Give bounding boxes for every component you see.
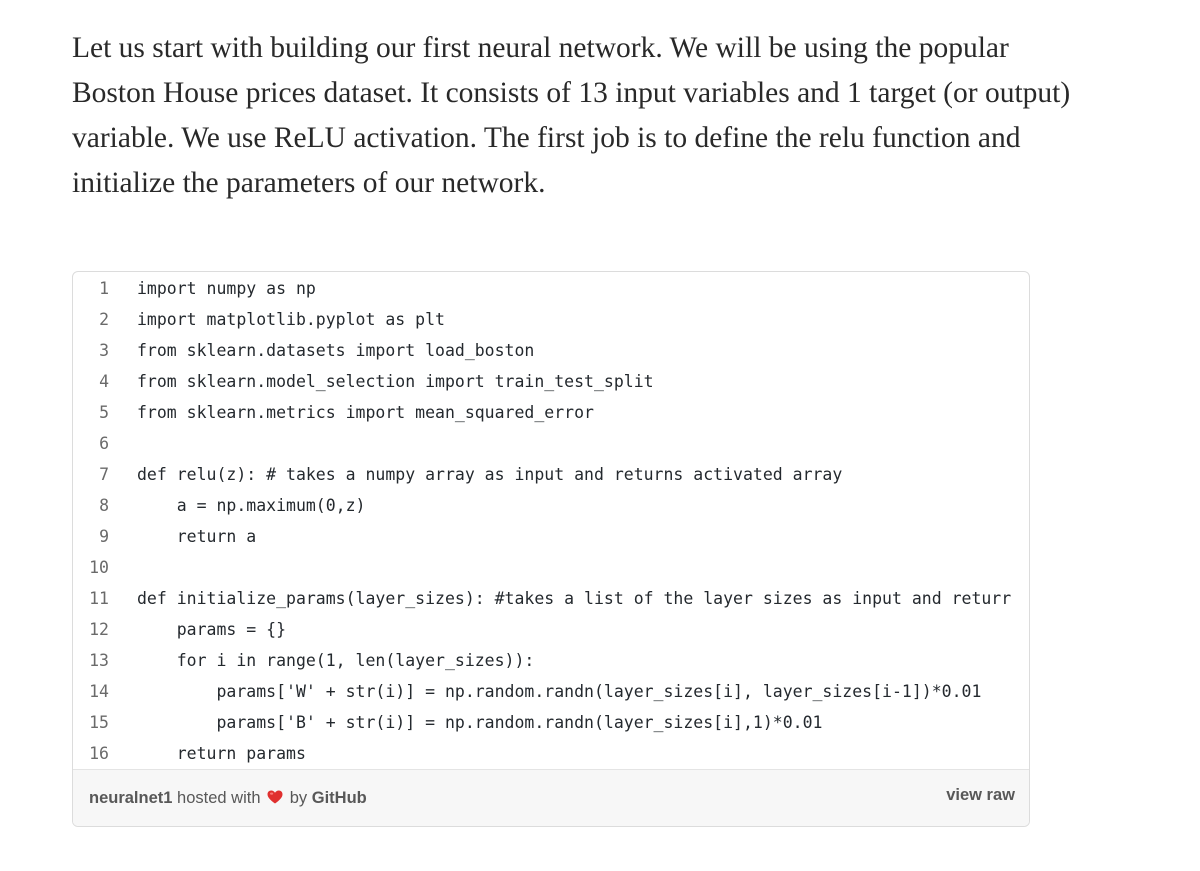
code-line: 15 params['B' + str(i)] = np.random.rand… [73, 707, 1011, 738]
line-number[interactable]: 8 [99, 496, 109, 515]
line-number[interactable]: 15 [89, 713, 109, 732]
line-number[interactable]: 16 [89, 744, 109, 763]
code-text: from sklearn.metrics import mean_squared… [137, 403, 594, 422]
code-line: 9 return a [73, 521, 1011, 552]
code-line: 8 a = np.maximum(0,z) [73, 490, 1011, 521]
line-number[interactable]: 5 [99, 403, 109, 422]
code-line: 10 [73, 552, 1011, 583]
hosted-with-text: hosted with [177, 789, 261, 807]
line-number[interactable]: 7 [99, 465, 109, 484]
code-text: params['W' + str(i)] = np.random.randn(l… [137, 682, 982, 701]
code-line: 4 from sklearn.model_selection import tra… [73, 366, 1011, 397]
code-text: params['B' + str(i)] = np.random.randn(l… [137, 713, 823, 732]
code-text [137, 552, 1011, 583]
code-text: import matplotlib.pyplot as plt [137, 310, 445, 329]
line-number[interactable]: 13 [89, 651, 109, 670]
code-line: 12 params = {} [73, 614, 1011, 645]
code-line: 2 import matplotlib.pyplot as plt [73, 304, 1011, 335]
code-line: 7 def relu(z): # takes a numpy array as i… [73, 459, 1011, 490]
line-number[interactable]: 12 [89, 620, 109, 639]
line-number[interactable]: 6 [99, 434, 109, 453]
code-line: 6 [73, 428, 1011, 459]
github-link[interactable]: GitHub [311, 789, 367, 807]
code-text [137, 428, 1011, 459]
line-number[interactable]: 11 [89, 589, 109, 608]
code-line: 11 def initialize_params(layer_sizes): #t… [73, 583, 1011, 614]
code-line: 16 return params [73, 738, 1011, 769]
code-text: def relu(z): # takes a numpy array as in… [137, 465, 843, 484]
code-line: 5 from sklearn.metrics import mean_square… [73, 397, 1011, 428]
heart-icon [267, 790, 283, 804]
code-text: return params [137, 744, 306, 763]
line-number[interactable]: 10 [89, 558, 109, 577]
code-line: 13 for i in range(1, len(layer_sizes)): [73, 645, 1011, 676]
code-text: a = np.maximum(0,z) [137, 496, 366, 515]
line-number[interactable]: 9 [99, 527, 109, 546]
by-text: by [289, 789, 308, 807]
code-text: from sklearn.model_selection import trai… [137, 372, 654, 391]
line-number[interactable]: 3 [99, 341, 109, 360]
line-number[interactable]: 1 [99, 279, 109, 298]
code-text: for i in range(1, len(layer_sizes)): [137, 651, 535, 670]
code-gist-embed: 1 import numpy as np 2 import matplotlib.p… [72, 271, 1030, 827]
gist-footer: neuralnet1 hosted with by GitHub view ra… [73, 769, 1029, 826]
line-number[interactable]: 2 [99, 310, 109, 329]
code-text: def initialize_params(layer_sizes): #tak… [137, 589, 1012, 608]
code-line: 1 import numpy as np [73, 273, 1011, 304]
code-text: import numpy as np [137, 279, 316, 298]
code-text: params = {} [137, 620, 287, 639]
line-number[interactable]: 4 [99, 372, 109, 391]
code-text: return a [137, 527, 257, 546]
gist-attribution: neuralnet1 hosted with by GitHub [89, 789, 367, 808]
article-paragraph: Let us start with building our first neu… [72, 32, 1071, 199]
gist-file-link[interactable]: neuralnet1 [89, 789, 173, 807]
code-line: 3 from sklearn.datasets import load_bosto… [73, 335, 1011, 366]
code-table: 1 import numpy as np 2 import matplotlib.p… [73, 273, 1011, 769]
line-number[interactable]: 14 [89, 682, 109, 701]
code-text: from sklearn.datasets import load_boston [137, 341, 535, 360]
code-line: 14 params['W' + str(i)] = np.random.rand… [73, 676, 1011, 707]
code-area: 1 import numpy as np 2 import matplotlib.p… [73, 272, 1029, 771]
view-raw-link[interactable]: view raw [946, 786, 1015, 804]
